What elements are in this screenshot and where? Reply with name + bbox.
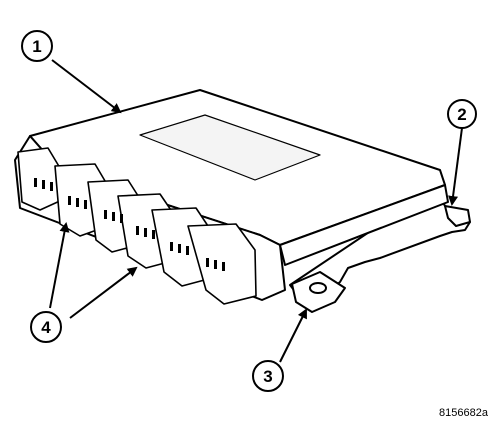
- label-recess: [139, 114, 321, 181]
- leader-arrow-4b: [69, 266, 138, 319]
- leader-arrow-1: [51, 59, 122, 114]
- mounting-hole: [309, 282, 327, 294]
- svg-text:4: 4: [41, 318, 51, 337]
- figure-id: 8156682a: [439, 407, 489, 419]
- svg-text:1: 1: [32, 37, 41, 56]
- leader-arrow-3: [279, 308, 307, 363]
- svg-text:3: 3: [263, 367, 272, 386]
- callout-1: 1: [21, 30, 53, 62]
- leader-arrow-2: [448, 127, 463, 206]
- mounting-tab-right: [444, 205, 471, 227]
- control-module: [14, 89, 471, 313]
- terminal-pins: [34, 178, 225, 271]
- callout-3: 3: [252, 360, 284, 392]
- module-side-face: [279, 184, 449, 266]
- callout-4: 4: [30, 311, 62, 343]
- svg-text:2: 2: [457, 105, 466, 124]
- leader-arrow-4a: [49, 222, 70, 309]
- callout-2: 2: [447, 99, 477, 129]
